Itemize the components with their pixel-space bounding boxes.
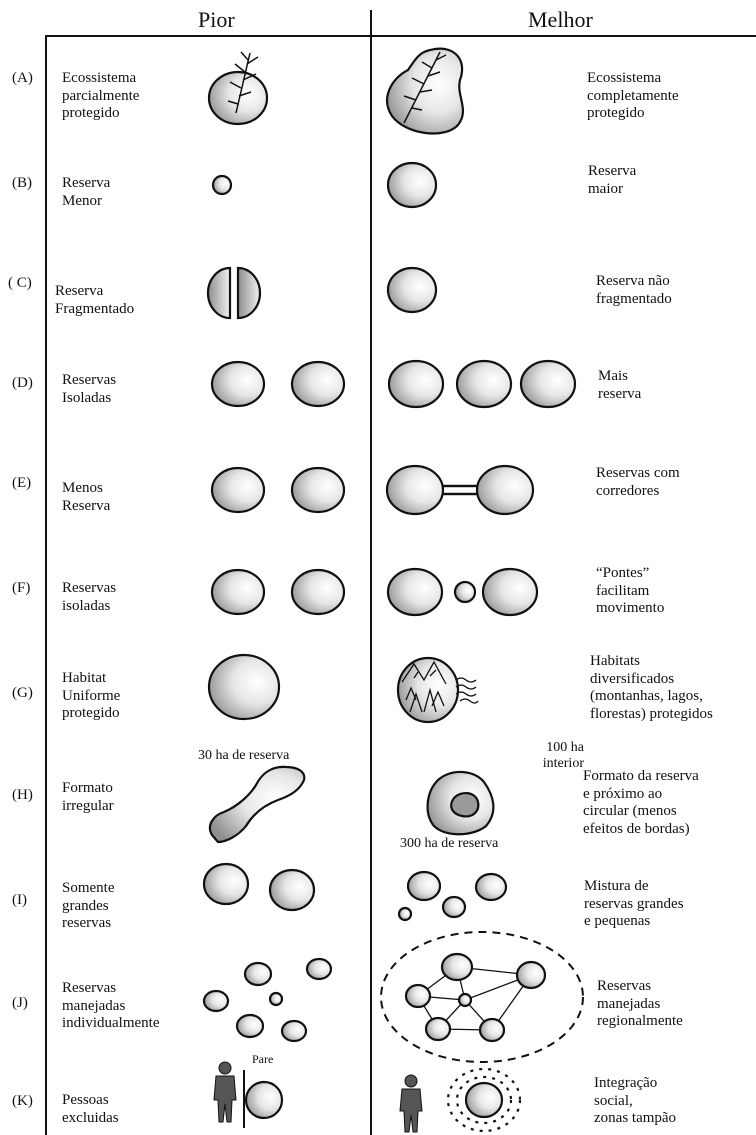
reserve	[388, 569, 442, 615]
reserve	[521, 361, 575, 407]
uniform-habitat	[209, 655, 279, 719]
interior-core	[451, 793, 478, 816]
person-icon	[400, 1075, 422, 1132]
large-reserve	[204, 864, 248, 904]
reserve	[204, 991, 228, 1011]
buffer-zone	[448, 1069, 520, 1131]
reserve	[212, 468, 264, 512]
reserve	[246, 1082, 282, 1118]
large-reserve	[388, 163, 436, 207]
isolated-reserve	[292, 362, 344, 406]
reserve	[292, 468, 344, 512]
reserve	[245, 963, 271, 985]
unfragmented-reserve	[388, 268, 436, 312]
reserve	[389, 361, 443, 407]
reserve	[399, 908, 411, 920]
stepping-stone-reserve	[455, 582, 475, 602]
reserve	[237, 1015, 263, 1037]
diversified-habitat	[398, 658, 478, 722]
irregular-reserve	[210, 767, 304, 842]
isolated-reserve	[212, 570, 264, 614]
fragmented-reserve	[208, 268, 260, 318]
small-reserve	[213, 176, 231, 194]
wave-icon	[456, 678, 478, 703]
circular-reserve	[428, 772, 494, 834]
reserve	[483, 569, 537, 615]
complete-ecosystem-shape	[387, 49, 463, 134]
reserves-with-corridor	[387, 466, 533, 514]
reserve	[408, 872, 440, 900]
partial-ecosystem-shape	[209, 52, 267, 124]
regional-network	[381, 932, 583, 1062]
large-reserve	[270, 870, 314, 910]
reserve	[270, 993, 282, 1005]
reserve	[443, 897, 465, 917]
reserve	[282, 1021, 306, 1041]
isolated-reserve	[212, 362, 264, 406]
isolated-reserve	[292, 570, 344, 614]
reserve	[307, 959, 331, 979]
reserve	[457, 361, 511, 407]
reserve	[476, 874, 506, 900]
person-icon	[214, 1062, 236, 1122]
